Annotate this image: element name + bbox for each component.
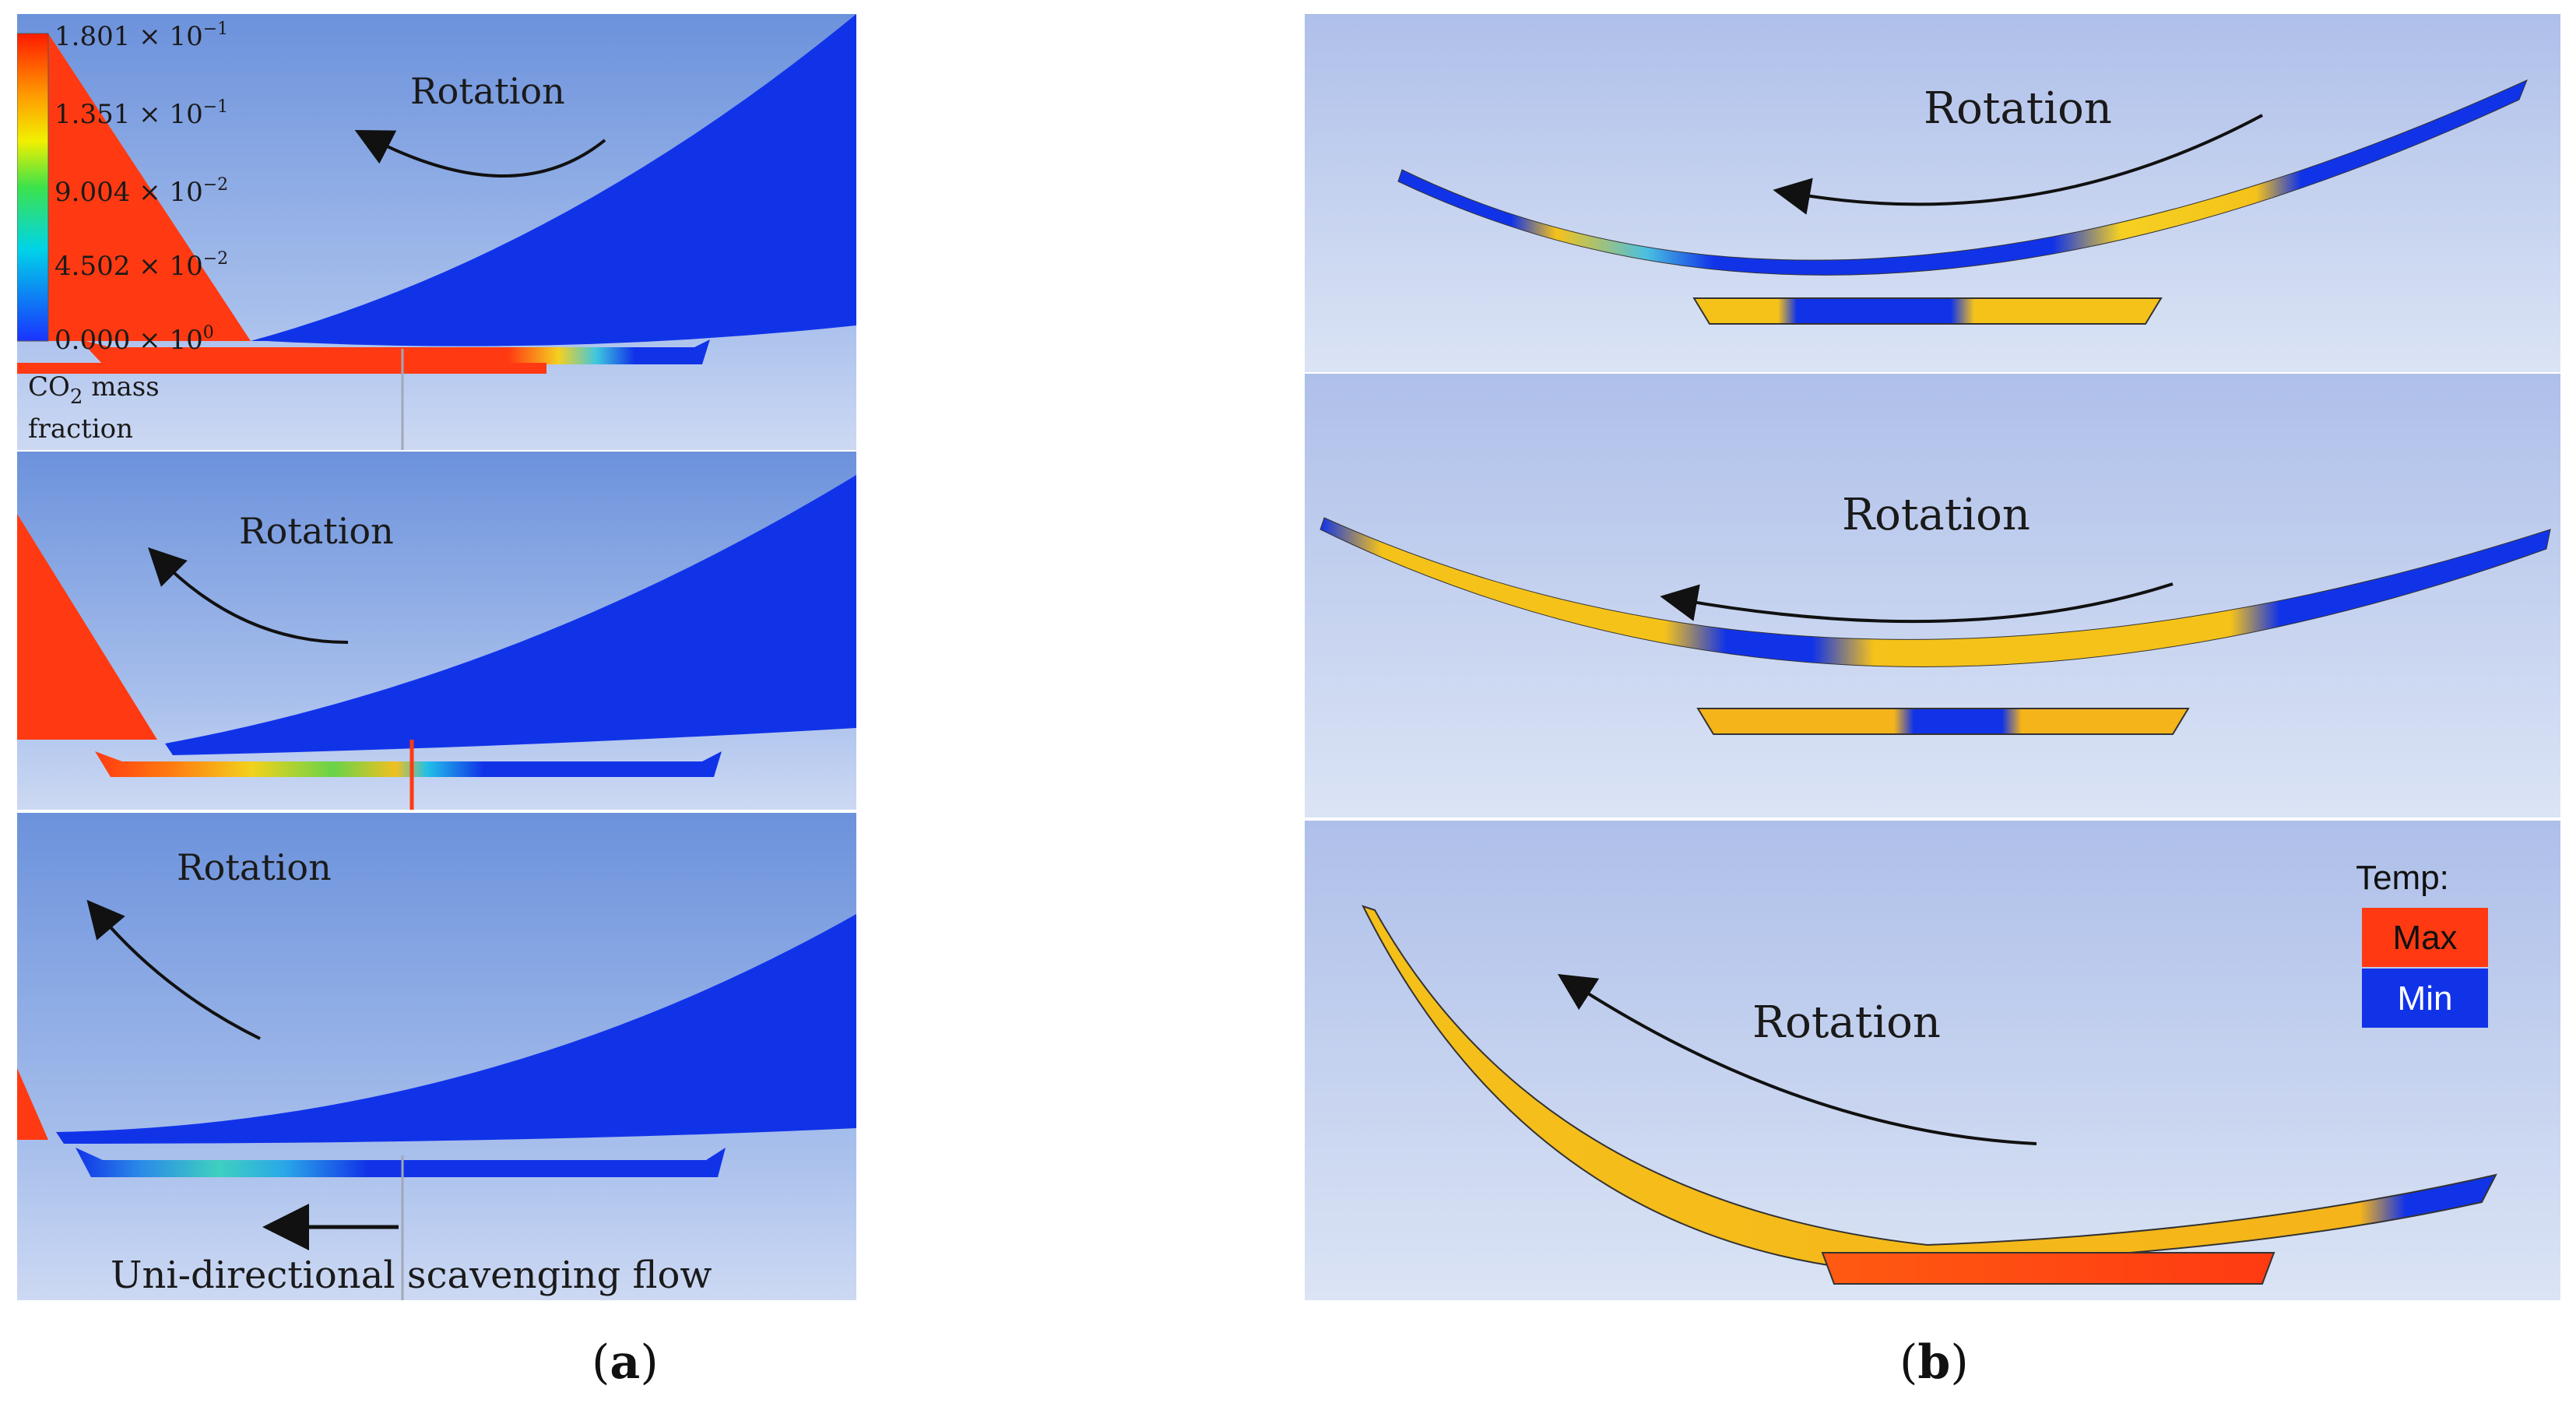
a3-blue-rotor: [56, 914, 856, 1144]
panel-a: 1.801 × 10−1 1.351 × 10−1 9.004 × 10−2 4…: [17, 14, 856, 1300]
caption-a: (a): [592, 1335, 659, 1390]
a1-rotation-arrow: [354, 130, 606, 178]
temp-legend-max-label: Max: [2392, 919, 2457, 957]
temp-legend-max-swatch: [2362, 908, 2488, 967]
a1-blue-rotor: [251, 14, 856, 346]
a-frame-2: Rotation: [17, 452, 856, 810]
legend-tick-1: 1.351 × 10−1: [54, 97, 228, 130]
a2-blue-rotor: [165, 475, 856, 755]
b2-rotation-label: Rotation: [1842, 490, 2030, 540]
b1-slot: [1692, 297, 2163, 325]
b-frame-1: Rotation: [1305, 14, 2560, 372]
legend-tick-2: 9.004 × 10−2: [54, 175, 228, 208]
b1-rotation-arrow: [1773, 114, 2263, 215]
a3-flow-label: Uni-directional scavenging flow: [111, 1254, 712, 1297]
caption-b: (b): [1899, 1335, 1969, 1390]
a1-red-channel: [17, 33, 251, 341]
panel-b-figure: Rotation Rotation Rotation Temp: Max Min: [1305, 14, 2560, 1300]
b3-rotation-arrow: [1557, 974, 2037, 1145]
a3-rotation-arrow: [86, 899, 261, 1040]
b3-slot: [1821, 1252, 2276, 1285]
a2-slot: [95, 751, 722, 777]
b-frame-2: Rotation: [1305, 374, 2560, 818]
b-frame-3: Rotation Temp: Max Min: [1305, 821, 2560, 1300]
temp-legend-min-label: Min: [2398, 979, 2453, 1018]
a3-red-channel: [17, 1068, 48, 1140]
temp-legend-min-swatch: [2362, 969, 2488, 1028]
a2-red-channel: [17, 514, 157, 740]
b1-rotor: [1397, 79, 2528, 276]
a2-rotation-label: Rotation: [239, 510, 394, 552]
a1-rotation-label: Rotation: [410, 70, 565, 112]
a-frame-1: 1.801 × 10−1 1.351 × 10−1 9.004 × 10−2 4…: [17, 14, 856, 450]
panel-b: Rotation Rotation Rotation Temp: Max Min: [1305, 14, 2560, 1300]
temp-legend-title: Temp:: [2356, 859, 2449, 897]
b1-rotation-label: Rotation: [1924, 83, 2112, 134]
legend-title-line1: CO2 mass: [28, 371, 160, 409]
a3-rotation-label: Rotation: [177, 846, 332, 888]
b3-rotor: [1362, 905, 2497, 1270]
legend-title-line2: fraction: [28, 413, 133, 445]
a2-rotation-arrow: [148, 547, 349, 644]
b2-rotor: [1320, 517, 2551, 667]
a-frame-3: Rotation Uni-directional scavenging flow: [17, 813, 856, 1300]
a3-slot: [76, 1148, 726, 1177]
b3-rotation-label: Rotation: [1752, 997, 1941, 1048]
legend-tick-4: 0.000 × 100: [54, 323, 214, 356]
a1-slot: [79, 339, 710, 364]
panel-a-figure: 1.801 × 10−1 1.351 × 10−1 9.004 × 10−2 4…: [17, 14, 856, 1300]
co2-legend-bar: [17, 33, 49, 342]
legend-tick-3: 4.502 × 10−2: [54, 249, 228, 282]
legend-tick-0: 1.801 × 10−1: [54, 19, 228, 52]
b2-rotation-arrow: [1660, 582, 2174, 624]
a1-slot-red: [17, 363, 546, 374]
b2-slot: [1696, 708, 2190, 735]
